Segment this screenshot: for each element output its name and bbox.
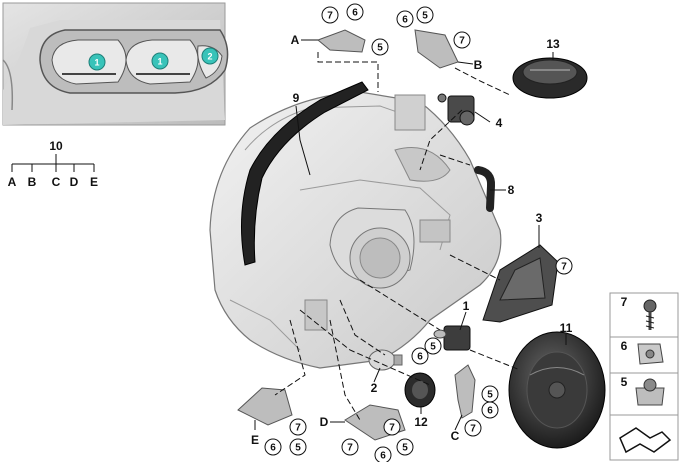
small-cap bbox=[404, 372, 436, 408]
legend-label-7: 7 bbox=[621, 295, 628, 309]
circled-callout: 7 bbox=[464, 419, 482, 437]
svg-text:1: 1 bbox=[94, 58, 99, 68]
bracket-a bbox=[317, 29, 366, 53]
circled-callout: 7 bbox=[383, 418, 401, 436]
variant-tree: 10 A B C D E bbox=[8, 139, 98, 189]
svg-text:6: 6 bbox=[380, 451, 386, 462]
rear-cover-plate bbox=[482, 244, 559, 323]
circled-callout: 6 bbox=[346, 3, 364, 21]
legend-label-6: 6 bbox=[621, 339, 628, 353]
circled-callout: 6 bbox=[481, 401, 499, 419]
circled-callout: 7 bbox=[289, 418, 307, 436]
svg-text:7: 7 bbox=[295, 423, 301, 434]
headlight-housing bbox=[209, 91, 502, 369]
inset-panel: 1 1 2 bbox=[2, 2, 229, 126]
letter-label-e: E bbox=[251, 433, 259, 447]
tree-letter-c: C bbox=[52, 175, 61, 189]
circled-callout: 5 bbox=[396, 438, 414, 456]
inset-callout-1b: 1 bbox=[151, 52, 169, 70]
letter-label-a: A bbox=[291, 33, 300, 47]
letter-labels: A B C D E bbox=[251, 33, 483, 447]
plain-labels: 9 13 4 8 3 1 11 2 12 bbox=[293, 37, 573, 429]
label-3: 3 bbox=[536, 211, 543, 225]
svg-text:7: 7 bbox=[347, 443, 353, 454]
inset-headlight-outline bbox=[39, 29, 229, 94]
circled-callout: 5 bbox=[424, 337, 442, 355]
circled-callout: 5 bbox=[416, 6, 434, 24]
inset-callout-1a: 1 bbox=[88, 53, 106, 71]
circled-callouts: 7 6 5 6 5 7 7 5 6 5 7 6 5 7 6 7 7 5 6 bbox=[264, 3, 573, 462]
legend-label-5: 5 bbox=[621, 375, 628, 389]
bracket-c bbox=[454, 364, 476, 419]
label-9: 9 bbox=[293, 91, 300, 105]
tree-letter-a: A bbox=[8, 175, 17, 189]
svg-text:5: 5 bbox=[377, 43, 383, 54]
bracket-outline-icon bbox=[619, 427, 672, 454]
clip-nut-icon bbox=[637, 343, 664, 365]
label-1: 1 bbox=[463, 299, 470, 313]
cover-cap bbox=[512, 57, 588, 99]
svg-text:5: 5 bbox=[487, 390, 493, 401]
circled-callout: 6 bbox=[396, 10, 414, 28]
circled-callout: 7 bbox=[555, 257, 573, 275]
svg-text:6: 6 bbox=[487, 406, 493, 417]
svg-text:6: 6 bbox=[352, 8, 358, 19]
fastener-legend: 7 6 5 bbox=[609, 292, 679, 461]
svg-text:6: 6 bbox=[402, 15, 408, 26]
bulb-socket bbox=[433, 325, 471, 351]
svg-text:7: 7 bbox=[470, 424, 476, 435]
letter-label-d: D bbox=[320, 415, 329, 429]
circled-callout: 5 bbox=[481, 385, 499, 403]
gasket-strip bbox=[240, 81, 369, 266]
letter-label-b: B bbox=[474, 58, 483, 72]
svg-text:7: 7 bbox=[327, 11, 333, 22]
circled-callout: 6 bbox=[411, 347, 429, 365]
circled-callout: 7 bbox=[341, 438, 359, 456]
svg-text:5: 5 bbox=[430, 342, 436, 353]
bracket-e bbox=[237, 387, 293, 426]
tree-letter-e: E bbox=[90, 175, 98, 189]
vent-tube bbox=[474, 166, 496, 212]
circled-callout: 5 bbox=[289, 438, 307, 456]
bracket-b bbox=[414, 29, 459, 69]
dashed-connectors bbox=[274, 52, 521, 421]
svg-text:7: 7 bbox=[389, 423, 395, 434]
circled-callout: 7 bbox=[453, 31, 471, 49]
svg-text:2: 2 bbox=[207, 52, 212, 62]
tree-letter-b: B bbox=[28, 175, 37, 189]
svg-text:5: 5 bbox=[295, 443, 301, 454]
label-8: 8 bbox=[508, 183, 515, 197]
svg-text:7: 7 bbox=[459, 36, 465, 47]
svg-text:7: 7 bbox=[561, 262, 567, 273]
adjuster-motor bbox=[437, 93, 475, 126]
screw-icon bbox=[643, 299, 657, 330]
svg-text:1: 1 bbox=[157, 57, 162, 67]
label-2: 2 bbox=[371, 381, 378, 395]
letter-label-c: C bbox=[451, 429, 460, 443]
svg-text:6: 6 bbox=[417, 352, 423, 363]
inset-callout-2: 2 bbox=[201, 47, 219, 65]
svg-text:5: 5 bbox=[422, 11, 428, 22]
bulb bbox=[368, 349, 403, 371]
large-round-cap bbox=[508, 331, 606, 449]
tree-root-label: 10 bbox=[49, 139, 63, 153]
label-12: 12 bbox=[414, 415, 428, 429]
circled-callout: 6 bbox=[374, 446, 392, 462]
svg-text:6: 6 bbox=[270, 443, 276, 454]
spring-nut-icon bbox=[635, 378, 665, 406]
tree-letter-d: D bbox=[70, 175, 79, 189]
label-11: 11 bbox=[560, 321, 573, 335]
circled-callout: 7 bbox=[321, 6, 339, 24]
label-13: 13 bbox=[546, 37, 560, 51]
circled-callout: 6 bbox=[264, 438, 282, 456]
svg-text:5: 5 bbox=[402, 443, 408, 454]
label-4: 4 bbox=[496, 116, 503, 130]
circled-callout: 5 bbox=[371, 38, 389, 56]
leader-lines bbox=[254, 39, 567, 431]
